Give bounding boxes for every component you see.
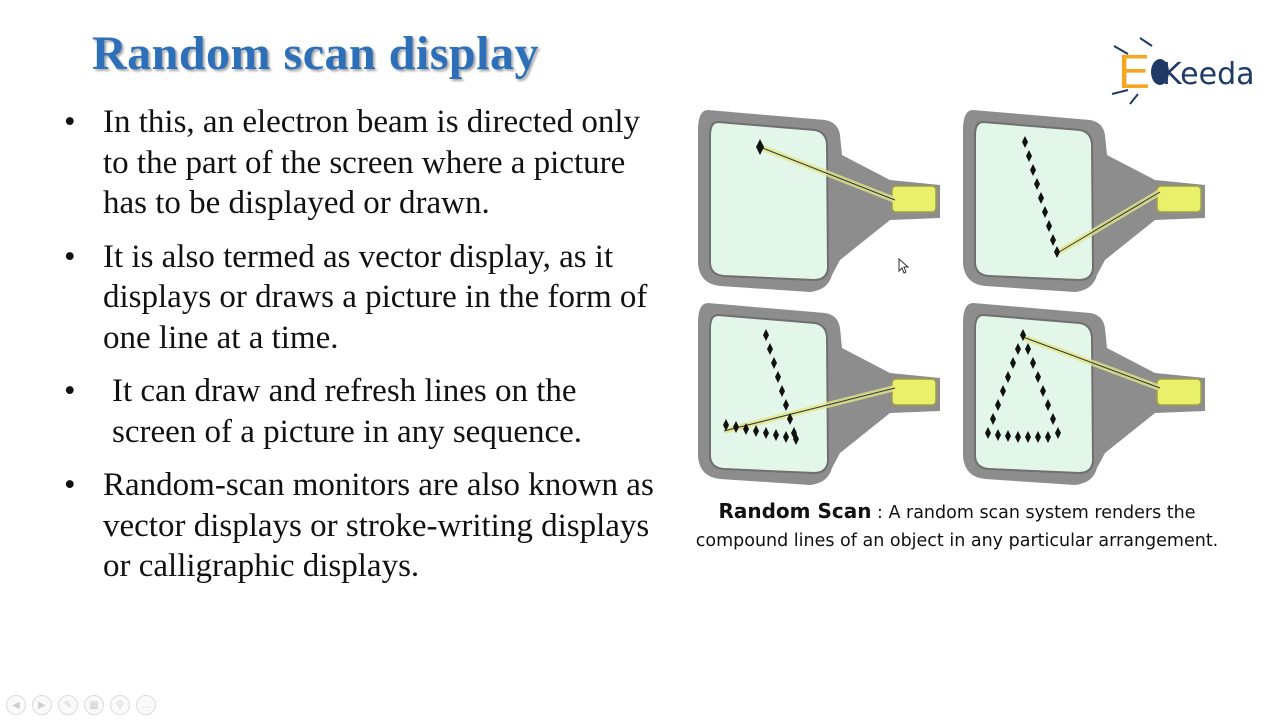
crt-panel-2	[962, 109, 1206, 293]
bullet-item: • It can draw and refresh lines on the s…	[64, 371, 664, 452]
crt-panel-4	[962, 302, 1206, 486]
crt-panel-3	[697, 302, 941, 486]
bullet-text: Random-scan monitors are also known as v…	[103, 467, 654, 584]
slideshow-toolbar: ◀ ▶ ✎ ▦ ⚲ …	[6, 694, 156, 716]
slides-icon[interactable]: ▦	[84, 695, 104, 715]
prev-icon[interactable]: ◀	[6, 695, 26, 715]
slide-title: Random scan display	[92, 27, 539, 80]
pen-icon[interactable]: ✎	[58, 695, 78, 715]
ekeeda-logo: E Keeda	[1110, 32, 1260, 112]
bullet-dot: •	[64, 467, 76, 503]
bullet-dot: •	[64, 373, 76, 409]
figure-caption: Random Scan : A random scan system rende…	[682, 497, 1232, 555]
zoom-icon[interactable]: ⚲	[110, 695, 130, 715]
bullet-list: • In this, an electron beam is directed …	[64, 102, 664, 587]
logo-text: Keeda	[1162, 57, 1255, 92]
mouse-cursor-icon	[898, 258, 910, 274]
caption-term: Random Scan	[718, 499, 872, 523]
bullet-item: • Random-scan monitors are also known as…	[64, 465, 664, 587]
logo-mark	[1111, 37, 1153, 105]
logo-letter: E	[1118, 46, 1150, 99]
bullet-text: It can draw and refresh lines on the scr…	[112, 373, 583, 450]
crt-panel-1	[697, 109, 941, 293]
bullet-item: • It is also termed as vector display, a…	[64, 237, 664, 359]
next-icon[interactable]: ▶	[32, 695, 52, 715]
bullet-dot: •	[64, 238, 76, 275]
bullet-dot: •	[64, 104, 76, 140]
more-icon[interactable]: …	[136, 695, 156, 715]
caption-text: : A random scan system renders the compo…	[695, 503, 1219, 551]
bullet-text: It is also termed as vector display, as …	[103, 238, 648, 356]
random-scan-figure	[690, 95, 1220, 490]
bullet-text: In this, an electron beam is directed on…	[103, 104, 640, 221]
bullet-item: • In this, an electron beam is directed …	[64, 102, 664, 224]
